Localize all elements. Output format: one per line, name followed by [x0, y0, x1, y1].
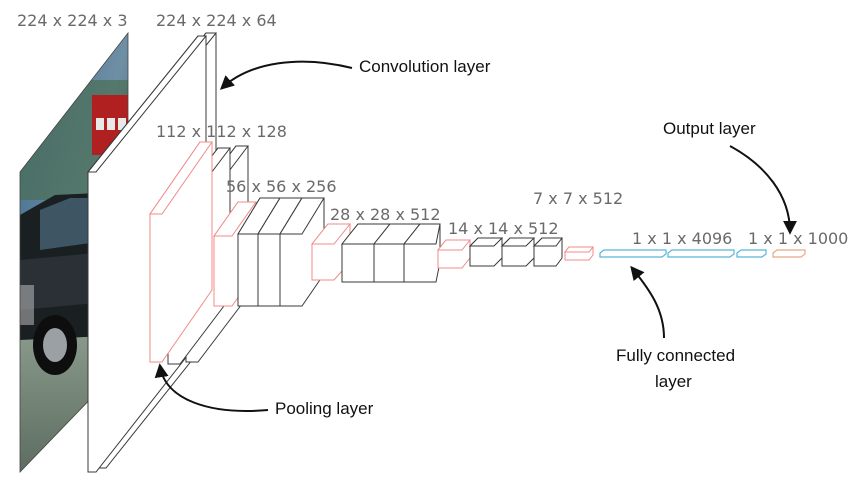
conv4-slab-3-side [402, 223, 441, 245]
conv3-dim-label: 56 x 56 x 256 [226, 177, 337, 196]
output-arrow [729, 145, 797, 235]
fc-block [599, 249, 767, 258]
pool5-dim-label: 7 x 7 x 512 [533, 189, 623, 208]
conv1-dim-label: 224 x 224 x 64 [156, 11, 277, 30]
pool2-slab-side [213, 201, 257, 237]
pooling-arrow [154, 363, 269, 412]
fully-connected-annotation-line1: Fully connected [616, 346, 735, 365]
conv2-dim-label: 112 x 112 x 128 [156, 122, 287, 141]
output-layer-annotation: Output layer [663, 119, 756, 138]
conv5-block [436, 237, 563, 269]
conv5-slab-3-side [532, 237, 563, 247]
output-block [772, 249, 806, 258]
fc3-bar [736, 249, 767, 258]
fc1-bar [599, 249, 667, 258]
conv4-dim-label: 28 x 28 x 512 [330, 205, 441, 224]
convolution-arrow [219, 60, 353, 90]
pool5-slab-side [563, 246, 595, 253]
pool4-slab-side [436, 239, 472, 251]
fully-connected-arrow [630, 265, 665, 339]
pool3-slab-side [310, 223, 352, 245]
conv3-block [213, 197, 325, 307]
fc2-bar [667, 249, 735, 258]
conv4-block [310, 223, 441, 283]
conv1-slab-front-side [86, 35, 208, 173]
input-dim-label: 224 x 224 x 3 [17, 11, 128, 30]
conv3-slab-3-side [279, 197, 325, 235]
pool1-slab-side [149, 141, 213, 215]
convolution-layer-annotation: Convolution layer [359, 57, 491, 76]
conv5-dim-label: 14 x 14 x 512 [448, 219, 559, 238]
pooling-layer-annotation: Pooling layer [275, 399, 374, 418]
conv5-slab-1-side [468, 237, 504, 247]
fully-connected-annotation-line2: layer [655, 372, 692, 391]
output-bar [772, 249, 806, 258]
fc-dim-label: 1 x 1 x 4096 [632, 229, 732, 248]
conv5-slab-2-side [500, 237, 536, 247]
output-dim-label: 1 x 1 x 1000 [748, 229, 848, 248]
pool5-block [563, 246, 595, 261]
